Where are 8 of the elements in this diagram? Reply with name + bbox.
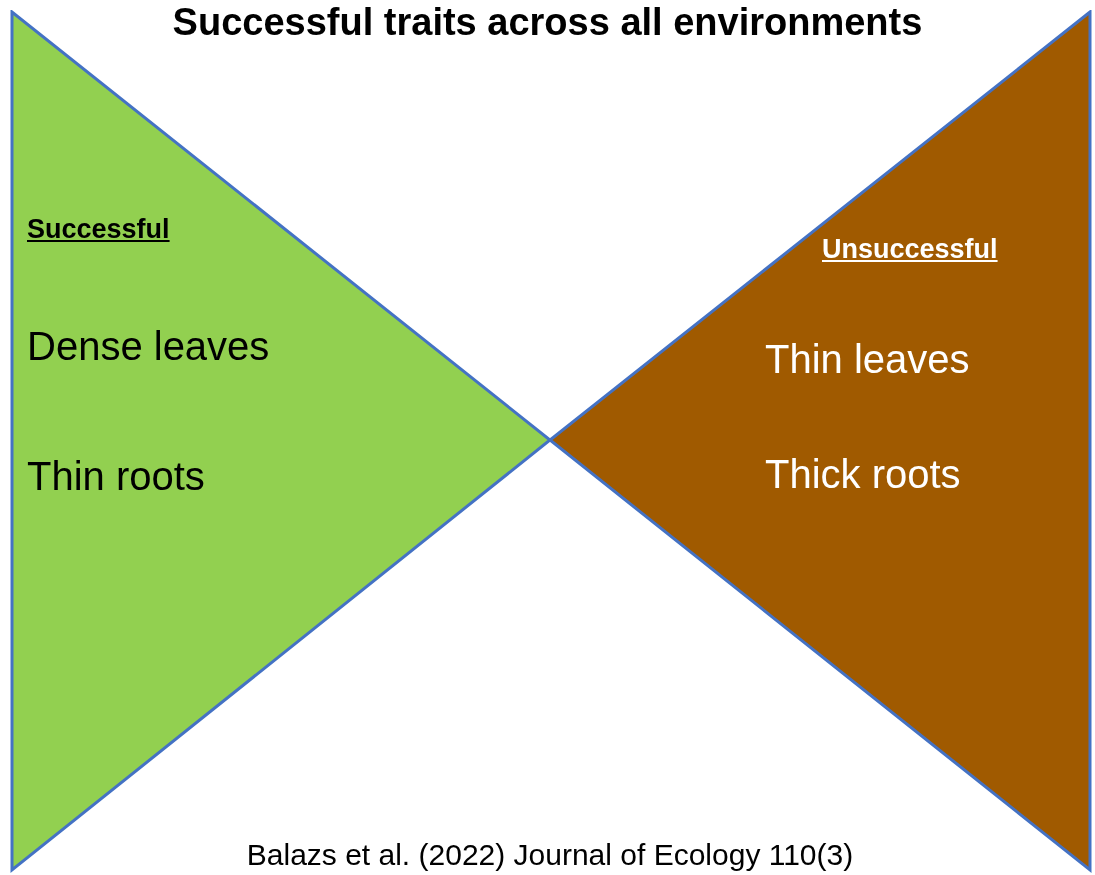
- caption: Balazs et al. (2022) Journal of Ecology 110(3): [245, 838, 855, 871]
- trait-label: Dense leaves: [27, 324, 270, 368]
- trait-label: Thick roots: [765, 452, 961, 496]
- heading: Successful: [27, 215, 170, 245]
- trait-label: Thin roots: [27, 454, 205, 498]
- title: Successful traits across all environments: [171, 2, 924, 44]
- trait-label: Thin leaves: [765, 337, 970, 381]
- heading: Unsuccessful: [822, 235, 998, 265]
